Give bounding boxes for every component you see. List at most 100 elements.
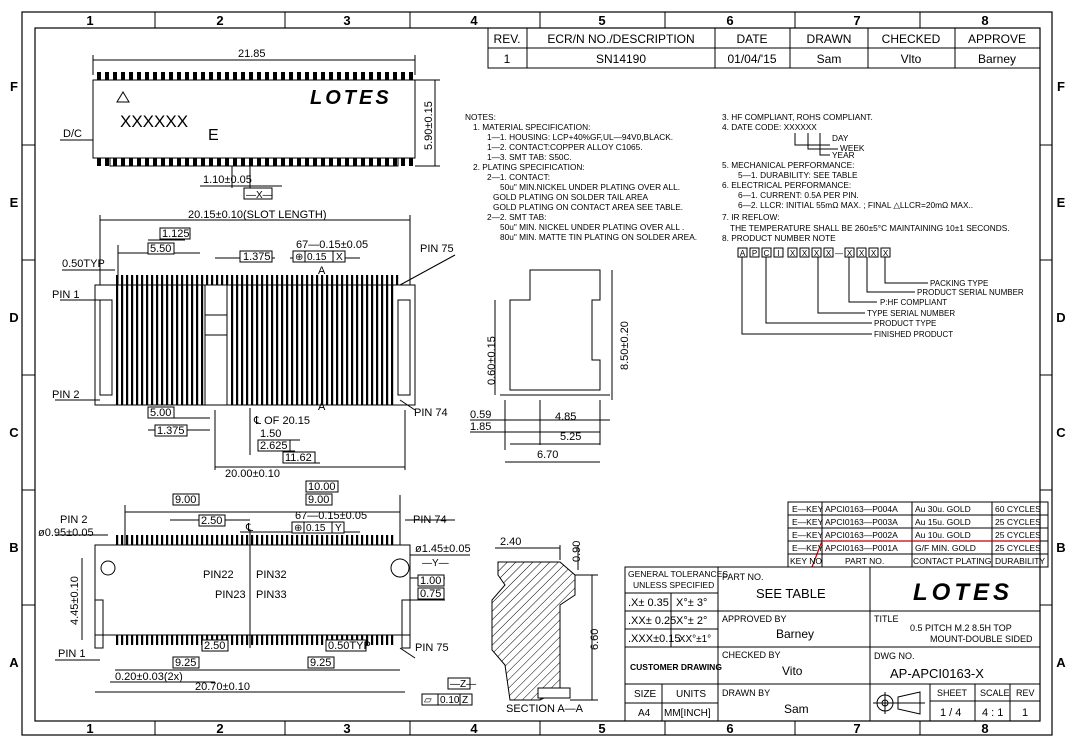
note-line: 6—1. CURRENT: 0.5A PER PIN.: [738, 190, 859, 200]
key-table-row-2-part: APCI0163—P003A: [825, 517, 898, 527]
bottom-view-dim-900a: 9.00: [175, 494, 196, 506]
front-view-pitch-dim: 67—0.15±0.05: [296, 239, 368, 251]
note-line: 1—1. HOUSING: LCP+40%GF,UL—94V0,BLACK.: [487, 132, 673, 142]
side-view-dim-485: 4.85: [555, 411, 576, 423]
pn-box-c: C: [764, 249, 770, 258]
partno-value: SEE TABLE: [756, 586, 826, 601]
bottom-view-pin33: PIN33: [256, 589, 287, 601]
front-view-fcf-datum: X: [336, 252, 343, 263]
rev-header-checked: CHECKED: [882, 32, 941, 46]
note-line: 6—2. LLCR: INITIAL 55mΩ MAX. ; FINAL △LL…: [738, 200, 973, 210]
bottom-view-datum-z: —Z—: [450, 679, 476, 690]
key-table-row-3-key: E—KEY: [792, 530, 824, 540]
note-line: 2. PLATING SPECIFICATION:: [473, 162, 585, 172]
front-view-fcf-value: 0.15: [307, 252, 327, 263]
bottom-view-dim-020: 0.20±0.03(2x): [115, 671, 183, 683]
partno-label: PART NO.: [722, 572, 764, 582]
title-label: TITLE: [874, 614, 899, 624]
note-line: 1. MATERIAL SPECIFICATION:: [473, 122, 590, 132]
note-line: 50u" MIN. NICKEL UNDER PLATING OVER ALL …: [500, 222, 684, 232]
side-view-dim-059: 0.59: [470, 409, 491, 421]
units-label: UNITS: [676, 689, 706, 700]
rev-cell-desc: SN14190: [596, 52, 646, 66]
pn-label-type-serial: TYPE SERIAL NUMBER: [867, 309, 955, 318]
rev-value: 1: [1022, 707, 1028, 719]
notes-left: NOTES: 1. MATERIAL SPECIFICATION: 1—1. H…: [465, 112, 697, 242]
rev-label: REV: [1016, 688, 1035, 698]
zone-col-7-bottom: 7: [853, 721, 860, 736]
dwg-label: DWG NO.: [874, 651, 915, 661]
zone-col-3-top: 3: [343, 13, 350, 28]
size-label: SIZE: [634, 689, 657, 700]
bottom-view-dim-050: 0.50TYP: [328, 640, 371, 652]
note-line: THE TEMPERATURE SHALL BE 260±5°C MAINTAI…: [730, 223, 1010, 233]
front-view-dim-1375: 1.375: [243, 251, 271, 263]
front-view-fcf-symbol: ⊕: [295, 252, 303, 263]
zone-labels: 1 2 3 4 5 6 7 8 1 2 3 4 5 6 7 8 F E D C …: [9, 13, 1066, 736]
rev-cell-rev: 1: [504, 52, 511, 66]
pn-box-x1: X: [790, 249, 796, 258]
revision-table: REV. ECR/N NO./DESCRIPTION DATE DRAWN CH…: [487, 27, 1041, 69]
title-block-logo: LOTES: [913, 579, 1013, 606]
sheet-label: SHEET: [937, 688, 968, 698]
bottom-view-pin22: PIN22: [203, 569, 234, 581]
key-table-row-1-plating: Au 30u. GOLD: [915, 504, 971, 514]
note-line: 5—1. DURABILITY: SEE TABLE: [738, 170, 858, 180]
front-view-dim-2625: 2.625: [260, 440, 288, 452]
checked-value: Vito: [782, 664, 803, 678]
note-line: 7. IR REFLOW:: [722, 212, 779, 222]
bottom-view-hole-large: ø1.45±0.05: [415, 543, 471, 555]
tol-row-2-linear: .XX± 0.25: [628, 615, 676, 627]
top-view-datum-x: —X—: [246, 190, 273, 201]
tol-row-3-angular: .XX°±1°: [676, 634, 711, 645]
side-view: 8.50±0.20 0.60±0.15 0.59 1.85 4.85 5.25 …: [470, 269, 631, 463]
side-view-dim-670: 6.70: [537, 449, 558, 461]
note-line: YEAR: [832, 150, 855, 160]
rev-cell-date: 01/04/'15: [727, 52, 776, 66]
key-table-row-3-part: APCI0163—P002A: [825, 530, 898, 540]
front-view-dim-1162: 11.62: [285, 452, 312, 464]
note-line: GOLD PLATING ON CONTACT AREA SEE TABLE.: [493, 202, 683, 212]
key-table-header-plating: CONTACT PLATING: [913, 556, 991, 566]
top-view-pins: [95, 72, 413, 80]
note-line: 5. MECHANICAL PERFORMANCE:: [722, 160, 854, 170]
key-table-row-2-key: E—KEY: [792, 517, 824, 527]
front-view-width-dim: 20.00±0.10: [225, 468, 280, 480]
pn-box-x5: X: [847, 249, 853, 258]
front-view-centerline-dim: ℄ OF 20.15: [253, 415, 310, 427]
side-view-dim-525: 5.25: [560, 431, 581, 443]
pn-label-hf: P:HF COMPLIANT: [880, 298, 947, 307]
bottom-view-dim-900b: 9.00: [308, 494, 329, 506]
zone-row-F-left: F: [10, 79, 18, 94]
pn-label-packing: PACKING TYPE: [930, 279, 988, 288]
zone-row-A-left: A: [9, 655, 19, 670]
front-view: 20.15±0.10(SLOT LENGTH) 1.125 5.50 1.375…: [52, 209, 456, 480]
key-table-highlight: [811, 540, 1040, 568]
title-block: GENERAL TOLERANCES UNLESS SPECIFIED .X± …: [624, 566, 1041, 722]
customer-drawing: CUSTOMER DRAWING: [630, 662, 722, 672]
approved-label: APPROVED BY: [722, 614, 787, 624]
bottom-view-pin23: PIN23: [215, 589, 246, 601]
zone-col-1-bottom: 1: [86, 721, 93, 736]
pn-box-dash: —: [835, 249, 843, 258]
front-view-datum-a-top: A: [318, 265, 326, 277]
note-line: GOLD PLATING ON SOLDER TAIL AREA: [493, 192, 649, 202]
zone-col-4-top: 4: [470, 13, 478, 28]
bottom-view-centerline: ℄: [245, 522, 253, 534]
side-view-dim-060: 0.60±0.15: [486, 336, 498, 385]
part-number-diagram: A P C I X X X X — X X X X PACKING TYPE P…: [737, 247, 1024, 339]
pn-label-product-type: PRODUCT TYPE: [874, 319, 936, 328]
pn-box-a: A: [740, 249, 746, 258]
note-line: 1—3. SMT TAB: S50C.: [487, 152, 572, 162]
bottom-view-dim-075: 0.75: [420, 588, 441, 600]
pn-box-x6: X: [859, 249, 865, 258]
bottom-view-flatness-symbol: ▱: [424, 695, 432, 706]
zone-col-5-bottom: 5: [598, 721, 605, 736]
checked-label: CHECKED BY: [722, 650, 781, 660]
pn-box-x4: X: [826, 249, 832, 258]
rev-cell-approve: Barney: [978, 52, 1016, 66]
zone-row-E-left: E: [10, 195, 19, 210]
size-value: A4: [638, 708, 651, 719]
scale-value: 4 : 1: [982, 707, 1003, 719]
bottom-view-width-dim: 20.70±0.10: [195, 681, 250, 693]
